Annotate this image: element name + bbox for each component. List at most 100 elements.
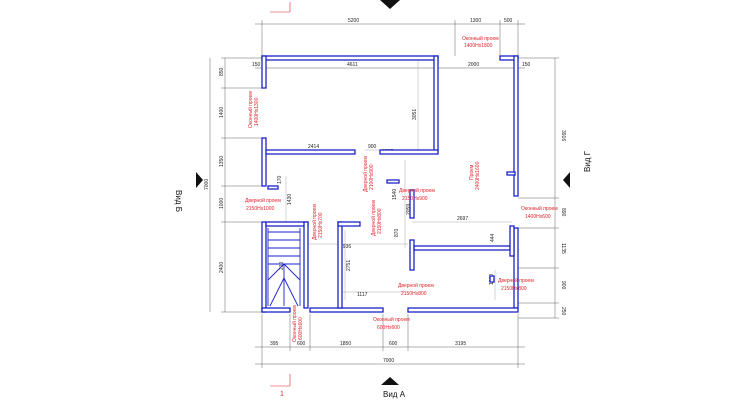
dim-250: 250	[560, 307, 566, 316]
wall-center-horizontal	[413, 245, 511, 251]
dim-3051: 3051	[412, 109, 418, 120]
opening-door-mid2-l1: Дверной проем	[399, 187, 435, 194]
dim-1350: 1350	[219, 156, 225, 167]
opening-window-left-l1: Оконный проем	[247, 91, 254, 128]
dim-2000: 2000	[468, 62, 479, 68]
dimension-chain-left	[209, 57, 262, 313]
wall-left-top	[261, 55, 267, 89]
opening-door-right-l1: Дверной проем	[498, 277, 534, 284]
opening-door-v-l1: Дверной проем	[370, 200, 377, 236]
wall-bath-top	[337, 221, 361, 227]
dim-870: 870	[394, 228, 400, 237]
opening-door-bath-l1: Дверной проем	[398, 282, 434, 289]
dim-2400: 2400	[219, 262, 225, 273]
dim-1000: 1000	[219, 198, 225, 209]
dim-2751: 2751	[346, 260, 352, 271]
opening-window-bot-l1: Оконный проем	[291, 305, 298, 342]
opening-window-top-l2: 1400Нх1800	[464, 43, 493, 49]
wall-stub-2	[386, 179, 400, 184]
wall-stub-1	[267, 185, 279, 190]
dimension-chain-right	[518, 57, 559, 319]
wall-center-vertical	[409, 189, 415, 219]
dim-1936: 1936	[340, 244, 351, 250]
dim-1540: 1540	[392, 189, 398, 200]
wall-stub-5	[489, 275, 495, 283]
dim-900-int: 900	[368, 144, 377, 150]
opening-door-bath-l2: 2150Нх800	[401, 291, 427, 297]
opening-door-mid-l2: 2100Нх900	[369, 164, 375, 190]
staircase	[267, 228, 301, 307]
dim-444: 444	[490, 233, 496, 242]
section-mark-top	[270, 2, 291, 13]
dim-395: 395	[270, 341, 279, 347]
dim-5200: 5200	[348, 18, 359, 24]
section-mark-bottom	[270, 374, 291, 387]
dim-1430: 1430	[287, 194, 293, 205]
wall-stub-4	[509, 225, 515, 257]
wall-stair-right	[303, 221, 309, 309]
opening-window-bot2-l2: 600Нх600	[377, 325, 400, 331]
opening-arch-l1: Проем	[469, 164, 475, 180]
opening-door-left-l1: Дверной проем	[245, 197, 281, 204]
dim-3195: 3195	[455, 341, 466, 347]
walls	[261, 55, 519, 313]
wall-left-mid	[261, 137, 267, 187]
dim-4611: 4611	[347, 62, 358, 68]
dim-1117: 1117	[357, 292, 368, 298]
opening-door-right-l2: 2150Нх800	[501, 286, 527, 292]
dim-2697: 2697	[457, 216, 468, 222]
wall-bath-left	[337, 221, 343, 309]
dim-850: 850	[219, 67, 225, 76]
dimension-chain-top	[255, 20, 525, 69]
wall-inner-horizontal	[265, 149, 356, 155]
wall-stub-3	[506, 171, 516, 176]
view-label-left: Вид Б	[174, 190, 183, 212]
dim-3916: 3916	[560, 130, 566, 141]
wall-stair-top	[265, 221, 309, 227]
opening-window-bot2-l1: Оконный проем	[373, 316, 410, 323]
view-label-right: Вид Г	[583, 150, 592, 172]
wall-bottom-left	[261, 307, 291, 313]
dim-1850: 1850	[340, 341, 351, 347]
dimension-chain-bottom	[255, 314, 525, 368]
view-arrow-top	[380, 0, 400, 9]
dim-900-right: 900	[560, 281, 566, 290]
dim-bottom-total: 7000	[383, 358, 394, 364]
dim-1300: 1300	[470, 18, 481, 24]
view-arrow-right	[563, 172, 570, 188]
section-mark-label: 1	[280, 391, 284, 398]
view-label-bottom: Вид А	[383, 390, 406, 399]
opening-window-bot-l2: 600Нх600	[298, 317, 304, 340]
dim-2414: 2414	[308, 144, 319, 150]
dim-500: 500	[504, 18, 513, 24]
wall-bottom-mid	[309, 307, 384, 313]
wall-left-low	[261, 221, 267, 313]
opening-door-mid2-l2: 2150Нх900	[402, 196, 428, 202]
opening-arch-l2: 2400Нх1600	[475, 161, 481, 190]
wall-center-vertical-low	[409, 239, 415, 271]
dim-890: 890	[560, 208, 566, 217]
opening-window-right-l1: Оконный проем	[521, 205, 558, 212]
opening-door-stair-l1: Дверной проем	[311, 204, 318, 240]
dim-150-left: 150	[252, 62, 261, 68]
view-arrow-left	[196, 172, 203, 188]
dim-1135: 1135	[560, 243, 566, 254]
wall-top-left	[261, 55, 439, 61]
dim-1400: 1400	[219, 107, 225, 118]
dim-600-b: 600	[389, 341, 398, 347]
opening-window-left-l2: 1400Нх1300	[254, 97, 260, 126]
dim-2059: 2059	[406, 204, 412, 215]
dim-600-a: 600	[297, 341, 306, 347]
opening-door-v-l2: 2150Нх800	[377, 208, 383, 234]
wall-bottom-right	[407, 307, 519, 313]
dim-170: 170	[277, 175, 283, 184]
opening-window-top-l1: Оконный проем	[462, 35, 499, 42]
opening-door-stair-l2: 2150Нх700	[318, 212, 324, 238]
view-arrow-bottom	[381, 377, 399, 385]
opening-window-right-l2: 1400Нх600	[525, 214, 551, 220]
dim-150-right: 150	[522, 62, 531, 68]
wall-inner-horizontal-2	[379, 149, 439, 155]
dim-left-total: 7000	[204, 179, 210, 190]
wall-right	[513, 55, 519, 197]
